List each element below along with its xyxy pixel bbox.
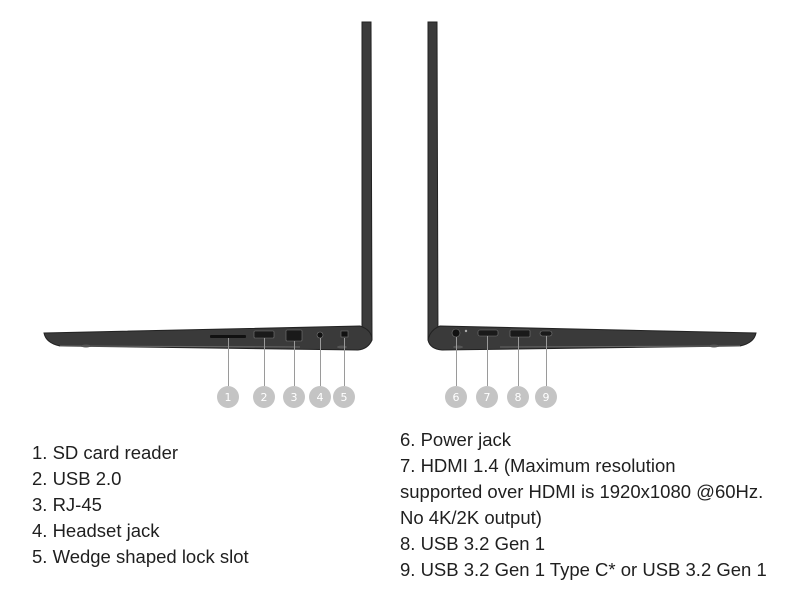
callout-8: 8 (507, 386, 529, 408)
list-item: 1. SD card reader (32, 442, 179, 463)
list-item: No 4K/2K output) (400, 507, 542, 528)
callout-5: 5 (333, 386, 355, 408)
list-item: 9. USB 3.2 Gen 1 Type C* or USB 3.2 Gen … (400, 559, 767, 580)
rj45-port (285, 329, 303, 342)
callout-9: 9 (535, 386, 557, 408)
leader-line-9 (546, 336, 547, 386)
list-item: 3. RJ-45 (32, 494, 102, 515)
leader-line-8 (518, 337, 519, 386)
laptop-left-side-view (43, 21, 373, 351)
leader-line-3 (294, 341, 295, 386)
list-item: 6. Power jack (400, 429, 512, 450)
leader-line-5 (344, 338, 345, 386)
callout-1: 1 (217, 386, 239, 408)
sd-card-slot (210, 335, 246, 338)
laptop-right-side-view (427, 21, 757, 351)
laptop-side-views (43, 21, 757, 351)
leader-line-6 (456, 337, 457, 386)
leader-line-4 (320, 338, 321, 386)
right-view-lid (427, 21, 439, 346)
list-item: 8. USB 3.2 Gen 1 (400, 533, 546, 554)
left-ports-list: 1. SD card reader 2. USB 2.0 3. RJ-45 4.… (32, 440, 249, 570)
callout-2: 2 (253, 386, 275, 408)
power-jack (451, 328, 461, 338)
list-item: 4. Headset jack (32, 520, 160, 541)
list-item: 7. HDMI 1.4 (Maximum resolution (400, 455, 676, 476)
usb3-port (509, 329, 531, 338)
list-item: supported over HDMI is 1920x1080 @60Hz. (400, 481, 764, 502)
callout-6: 6 (445, 386, 467, 408)
leader-line-7 (487, 336, 488, 386)
leader-line-1 (228, 338, 229, 386)
usb2-port (253, 330, 275, 339)
left-view-lid (361, 21, 373, 346)
list-item: 2. USB 2.0 (32, 468, 122, 489)
hdmi-port (477, 329, 499, 337)
callout-3: 3 (283, 386, 305, 408)
callout-7: 7 (476, 386, 498, 408)
leader-line-2 (264, 338, 265, 386)
right-ports-list: 6. Power jack 7. HDMI 1.4 (Maximum resol… (400, 427, 767, 583)
list-item: 5. Wedge shaped lock slot (32, 546, 249, 567)
callout-4: 4 (309, 386, 331, 408)
lock-slot (340, 330, 349, 338)
